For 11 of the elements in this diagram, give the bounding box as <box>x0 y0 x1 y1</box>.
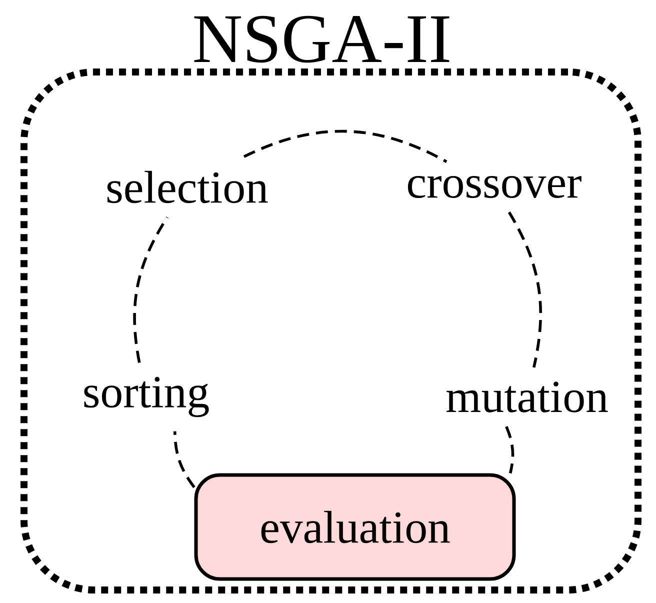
step-label: crossover <box>408 176 582 198</box>
process-box: evaluation <box>194 473 516 581</box>
step-label: selection <box>107 170 268 204</box>
step-label: mutation <box>446 382 608 412</box>
connector-arc <box>243 130 448 164</box>
connector-arc <box>505 426 514 474</box>
connector-arc <box>133 216 168 363</box>
node-label: NSGA-II <box>194 16 450 63</box>
step-label: sorting <box>84 376 209 418</box>
connector-arc <box>173 431 196 488</box>
connector-arc <box>508 212 542 368</box>
